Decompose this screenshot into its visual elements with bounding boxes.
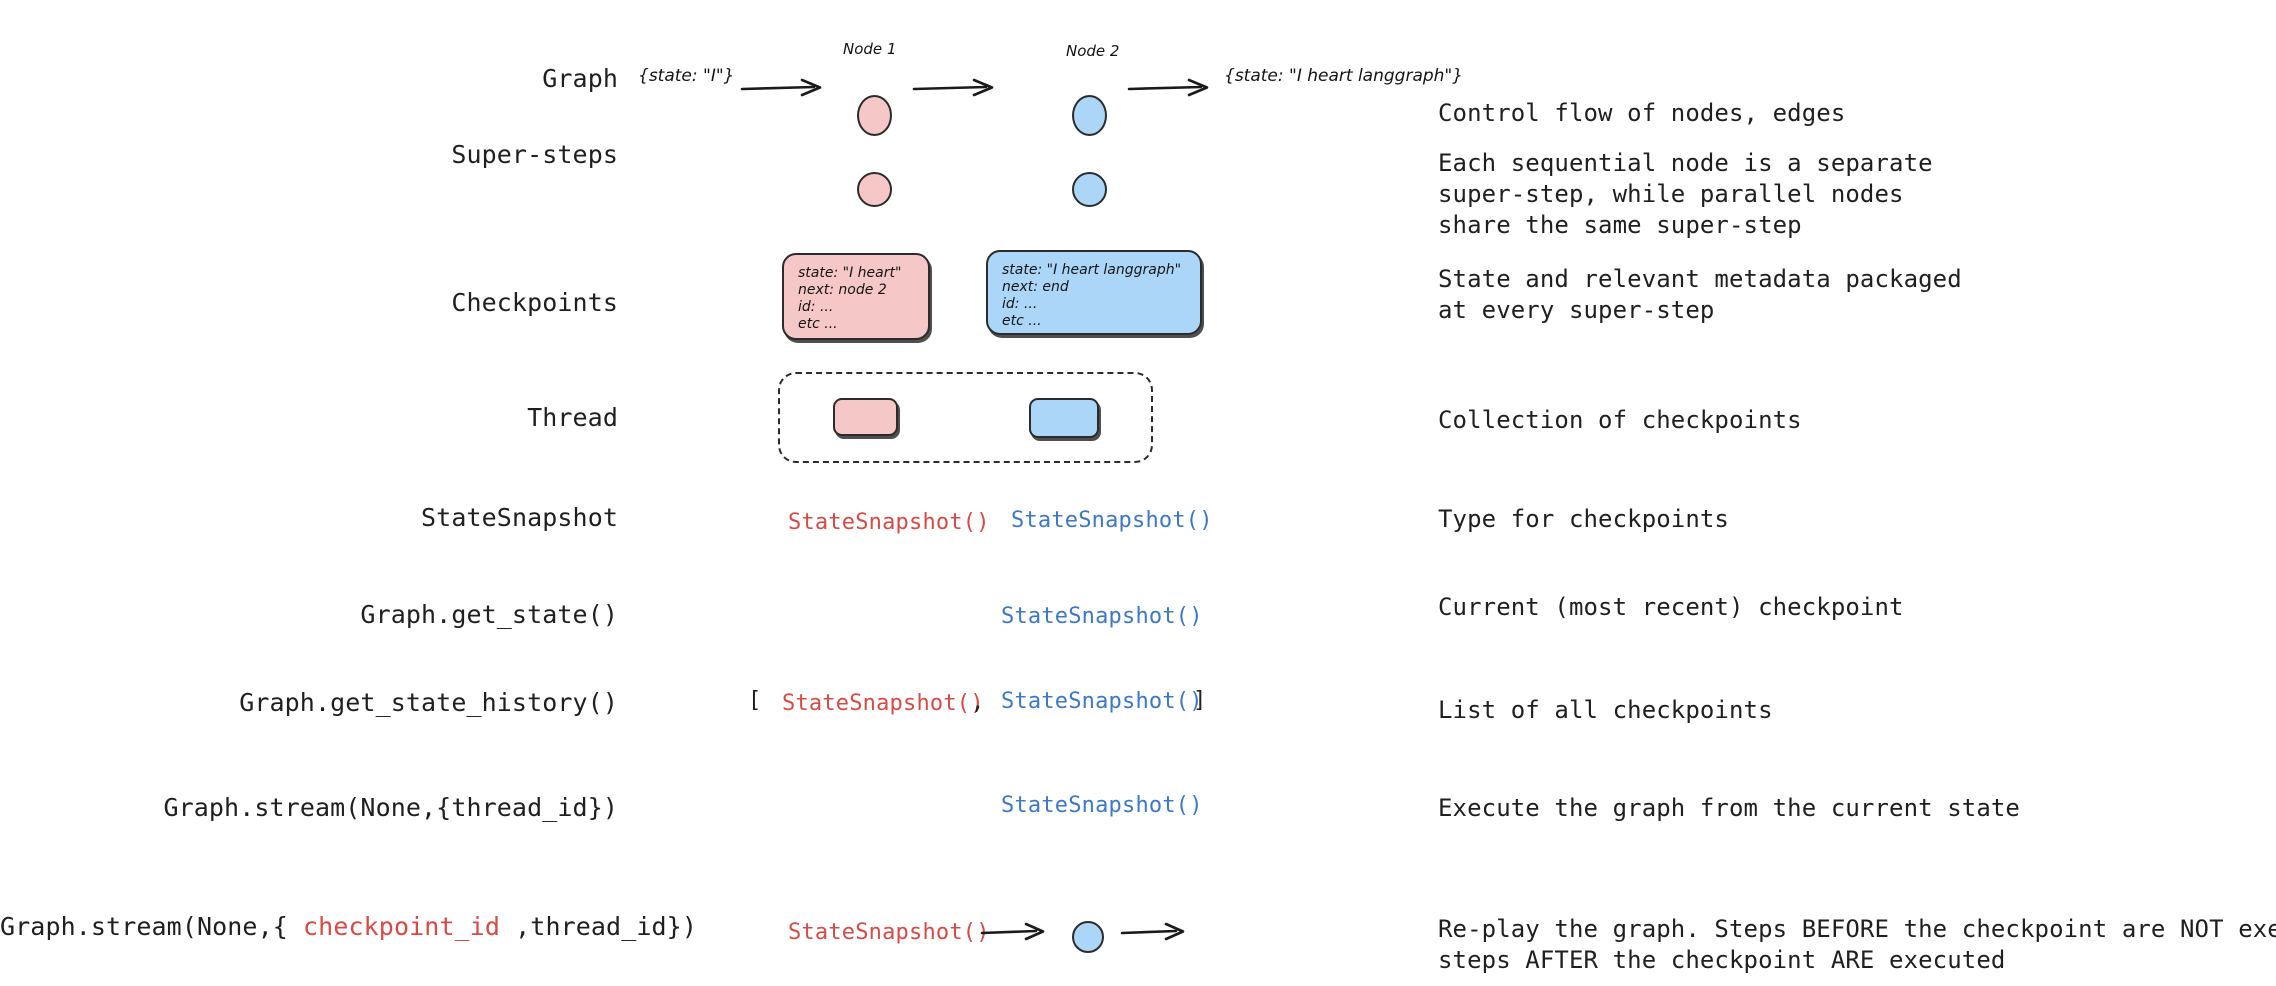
stream-checkpoint-highlight: checkpoint_id xyxy=(303,912,500,941)
replay-arrow-2 xyxy=(1120,922,1185,941)
node2-circle xyxy=(1072,95,1107,136)
row-label-statesnapshot: StateSnapshot xyxy=(421,503,618,532)
row-description-get-state-history: List of all checkpoints xyxy=(1438,696,1773,724)
replay-snapshot-pink: StateSnapshot() xyxy=(788,920,990,945)
row-description-checkpoints: State and relevant metadata packaged at … xyxy=(1438,265,1962,324)
replay-arrow-1 xyxy=(980,922,1045,941)
thread-container xyxy=(778,372,1153,463)
history-snapshot-blue: StateSnapshot() xyxy=(1001,689,1203,714)
stream-thread-result-snapshot: StateSnapshot() xyxy=(1001,793,1203,818)
row-label-thread: Thread xyxy=(527,403,618,432)
row-description-super-steps: Each sequential node is a separate super… xyxy=(1438,149,1933,239)
history-comma: , xyxy=(971,690,985,715)
row-description-statesnapshot: Type for checkpoints xyxy=(1438,505,1729,533)
edge-arrow-start-to-node1 xyxy=(740,78,822,97)
node2-label: Node 2 xyxy=(1066,42,1120,60)
row-label-get-state: Graph.get_state() xyxy=(360,600,618,629)
get-state-result-snapshot: StateSnapshot() xyxy=(1001,604,1203,629)
super-step-circle-1 xyxy=(857,172,892,207)
row-label-super-steps: Super-steps xyxy=(451,140,618,169)
checkpoint-pink-line-1: state: "I heart" xyxy=(798,265,902,281)
history-bracket-close: ] xyxy=(1193,688,1207,713)
row-description-thread: Collection of checkpoints xyxy=(1438,406,1802,434)
checkpoint-card-blue: state: "I heart langgraph" next: end id:… xyxy=(986,250,1202,335)
row-label-graph: Graph xyxy=(542,64,618,93)
node1-circle xyxy=(857,95,892,136)
row-description-graph: Control flow of nodes, edges xyxy=(1438,99,1846,127)
thread-checkpoint-blue xyxy=(1029,398,1099,438)
thread-checkpoint-pink xyxy=(833,398,898,436)
checkpoint-blue-line-3: id: ... xyxy=(1002,296,1038,312)
checkpoint-pink-line-4: etc ... xyxy=(798,316,838,332)
checkpoint-blue-line-2: next: end xyxy=(1002,279,1069,295)
row-description-stream-checkpoint: Re-play the graph. Steps BEFORE the chec… xyxy=(1438,915,2276,974)
checkpoint-pink-line-3: id: ... xyxy=(798,299,834,315)
statesnapshot-call-blue: StateSnapshot() xyxy=(1011,508,1213,533)
history-snapshot-pink: StateSnapshot() xyxy=(782,691,984,716)
statesnapshot-call-pink: StateSnapshot() xyxy=(788,510,990,535)
stream-checkpoint-suffix: ,thread_id}) xyxy=(500,912,697,941)
row-label-get-state-history: Graph.get_state_history() xyxy=(239,688,618,717)
row-description-stream-thread: Execute the graph from the current state xyxy=(1438,794,2020,822)
output-state-annotation: {state: "I heart langgraph"} xyxy=(1224,66,1464,86)
replay-node-circle xyxy=(1072,921,1104,953)
edge-arrow-node1-to-node2 xyxy=(912,78,994,97)
checkpoint-blue-line-4: etc ... xyxy=(1002,313,1042,329)
row-label-stream-thread: Graph.stream(None,{thread_id}) xyxy=(163,793,618,822)
history-bracket-open: [ xyxy=(748,688,762,713)
checkpoint-blue-line-1: state: "I heart langgraph" xyxy=(1002,262,1182,278)
edge-arrow-node2-to-end xyxy=(1127,78,1209,97)
super-step-circle-2 xyxy=(1072,172,1107,207)
stream-checkpoint-prefix: Graph.stream(None,{ xyxy=(0,912,304,941)
checkpoint-pink-line-2: next: node 2 xyxy=(798,282,887,298)
row-description-get-state: Current (most recent) checkpoint xyxy=(1438,593,1904,621)
row-label-stream-checkpoint: Graph.stream(None,{ checkpoint_id ,threa… xyxy=(0,912,697,941)
row-label-checkpoints: Checkpoints xyxy=(451,288,618,317)
node1-label: Node 1 xyxy=(843,40,897,58)
input-state-annotation: {state: "I"} xyxy=(638,66,735,86)
checkpoint-card-pink: state: "I heart" next: node 2 id: ... et… xyxy=(782,253,930,340)
